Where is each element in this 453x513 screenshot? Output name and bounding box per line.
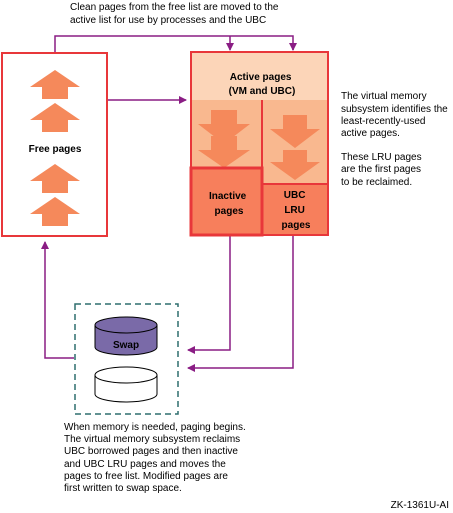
swap-area: Swap (74, 303, 179, 415)
free-to-active-top-arrow (54, 35, 294, 52)
swap-label: Swap (113, 340, 139, 351)
free-pages-arrows (30, 70, 80, 226)
free-pages-label: Free pages (29, 144, 82, 155)
down-arrow-icon (198, 110, 250, 144)
right-note-line-4: active pages. (341, 128, 400, 139)
figure-id: ZK-1361U-AI (391, 500, 449, 511)
ubc-lru-label-line-1: UBC (284, 190, 306, 201)
up-arrow-icon (30, 197, 80, 226)
right-note-line-6: are the first pages (341, 164, 421, 175)
disk-icon: Swap (94, 316, 158, 356)
right-note-line-5: These LRU pages (341, 152, 422, 163)
bottom-note-line-6: first written to swap space. (64, 483, 182, 494)
down-arrow-icon (270, 115, 320, 148)
bottom-note-line-2: The virtual memory subsystem reclaims (64, 434, 240, 445)
ubc-lru-label-line-2: LRU (284, 205, 305, 216)
ubc-to-swap-arrow (187, 236, 294, 372)
inactive-pages-label-line-1: Inactive (209, 191, 247, 202)
down-arrow-icon (198, 136, 250, 168)
active-pages-label-line-2: (VM and UBC) (229, 86, 296, 97)
disk-icon (94, 366, 158, 403)
inactive-pages-label-line-2: pages (215, 206, 244, 217)
flow-arrows (41, 35, 297, 372)
up-arrow-icon (30, 103, 80, 132)
inactive-pages-label: Inactive pages (209, 191, 249, 217)
right-note: The virtual memory subsystem identifies … (341, 91, 451, 188)
free-pages-box: Free pages (1, 52, 108, 237)
top-note-line-2: active list for use by processes and the… (70, 15, 266, 26)
bottom-note-line-5: pages to free list. Modified pages are (64, 471, 228, 482)
bottom-note: When memory is needed, paging begins. Th… (64, 422, 249, 494)
bottom-note-line-1: When memory is needed, paging begins. (64, 422, 246, 433)
inactive-to-swap-arrow (187, 236, 231, 354)
swap-to-free-arrow (41, 241, 74, 359)
active-pages-arrows (198, 110, 320, 180)
right-note-line-1: The virtual memory (341, 91, 427, 102)
ubc-lru-label-line-3: pages (282, 220, 311, 231)
right-note-line-2: subsystem identifies the (341, 104, 448, 115)
active-pages-label-line-1: Active pages (230, 72, 292, 83)
top-note-line-1: Clean pages from the free list are moved… (70, 2, 279, 13)
top-note: Clean pages from the free list are moved… (70, 2, 281, 26)
up-arrow-icon (30, 70, 80, 99)
bottom-note-line-3: UBC borrowed pages and then inactive (64, 446, 238, 457)
ubc-lru-pages-box: UBC LRU pages (262, 184, 328, 235)
up-arrow-icon (30, 164, 80, 193)
bottom-note-line-4: and UBC LRU pages and moves the (64, 459, 226, 470)
right-note-line-7: to be reclaimed. (341, 177, 412, 188)
right-note-line-3: least-recently-used (341, 116, 425, 127)
down-arrow-icon (270, 150, 320, 180)
active-region-outlines (189, 51, 329, 237)
active-pages-label: Active pages (VM and UBC) (229, 72, 296, 97)
inactive-pages-box: Inactive pages (191, 168, 262, 235)
ubc-lru-pages-label: UBC LRU pages (282, 190, 311, 231)
